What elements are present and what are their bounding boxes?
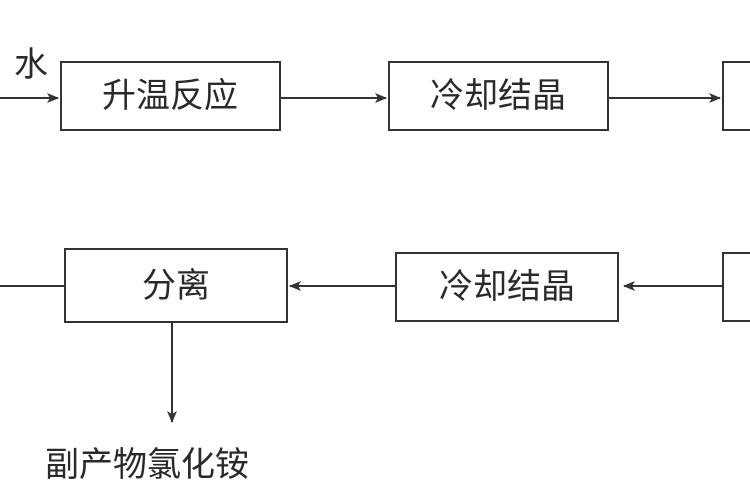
- node-cool-crystal-top-label: 冷却结晶: [430, 76, 566, 116]
- input-label-water: 水: [14, 45, 48, 85]
- node-cool-crystal-bottom-label: 冷却结晶: [439, 267, 575, 307]
- node-heat-react-label: 升温反应: [102, 76, 238, 116]
- node-heat-react: 升温反应: [60, 61, 281, 131]
- byproduct-label: 副产物氯化铵: [45, 445, 249, 485]
- node-separate-label: 分离: [142, 266, 210, 306]
- node-cropped-bottom-right: [722, 252, 750, 322]
- node-cool-crystal-top: 冷却结晶: [388, 61, 609, 131]
- node-cropped-top-right: [722, 61, 750, 131]
- node-cool-crystal-bottom: 冷却结晶: [395, 252, 619, 322]
- node-separate: 分离: [64, 248, 288, 323]
